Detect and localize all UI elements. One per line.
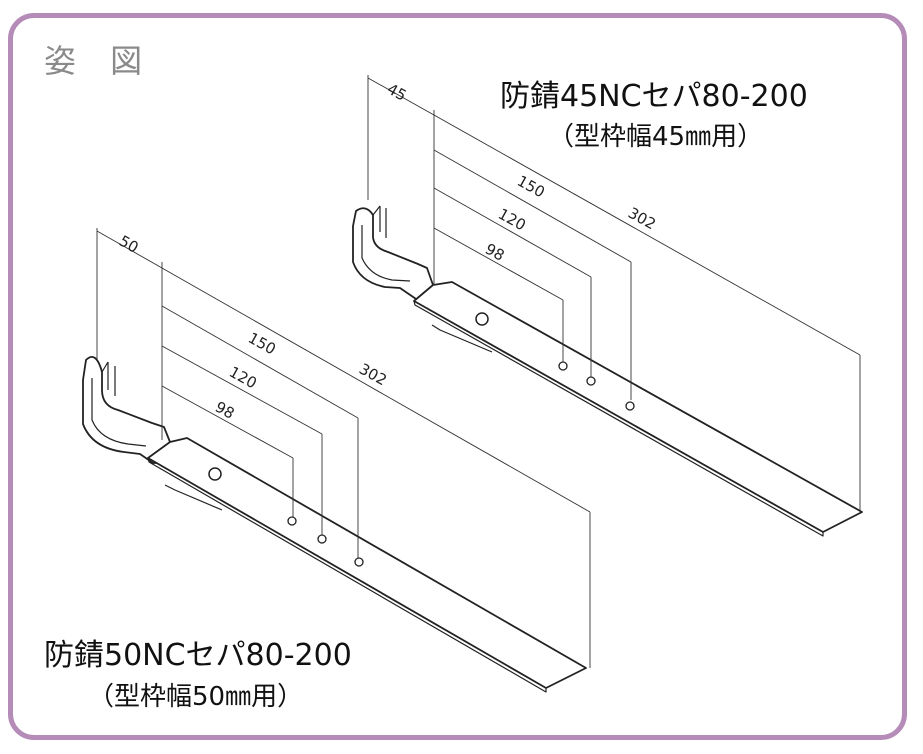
separator-45-hook	[352, 207, 434, 302]
separator-45-plate	[413, 281, 863, 533]
dim-50-150: 150	[245, 329, 279, 359]
product-50-name: 防錆50NCセパ80-200	[44, 638, 352, 673]
separator-50-plate	[147, 437, 587, 689]
product-50-subtitle: （型枠幅50㎜用）	[88, 682, 304, 712]
separator-50-hole-3	[354, 557, 364, 567]
separator-50-group	[82, 356, 587, 693]
dim-50-120: 120	[226, 363, 260, 393]
dim-45-120: 120	[495, 205, 529, 235]
separator-50-hook	[82, 356, 171, 464]
separator-45-pin	[475, 312, 489, 326]
dim-50-width: 50	[116, 232, 141, 257]
dims-50	[96, 228, 591, 668]
product-45-subtitle: （型枠幅45㎜用）	[548, 122, 764, 152]
product-45-name: 防錆45NCセパ80-200	[500, 79, 808, 114]
dim-45-98: 98	[482, 240, 507, 265]
dim-50-302: 302	[356, 360, 390, 390]
separator-45-hole-3	[625, 401, 635, 411]
separator-50-hole-1	[287, 516, 297, 526]
section-title: 姿 図	[44, 42, 155, 80]
separator-50-pin	[208, 467, 222, 481]
separator-45-group	[352, 205, 863, 537]
dims-45	[367, 75, 861, 512]
dim-45-302: 302	[625, 204, 659, 234]
dim-45-width: 45	[384, 80, 409, 105]
dim-50-98: 98	[212, 398, 237, 423]
